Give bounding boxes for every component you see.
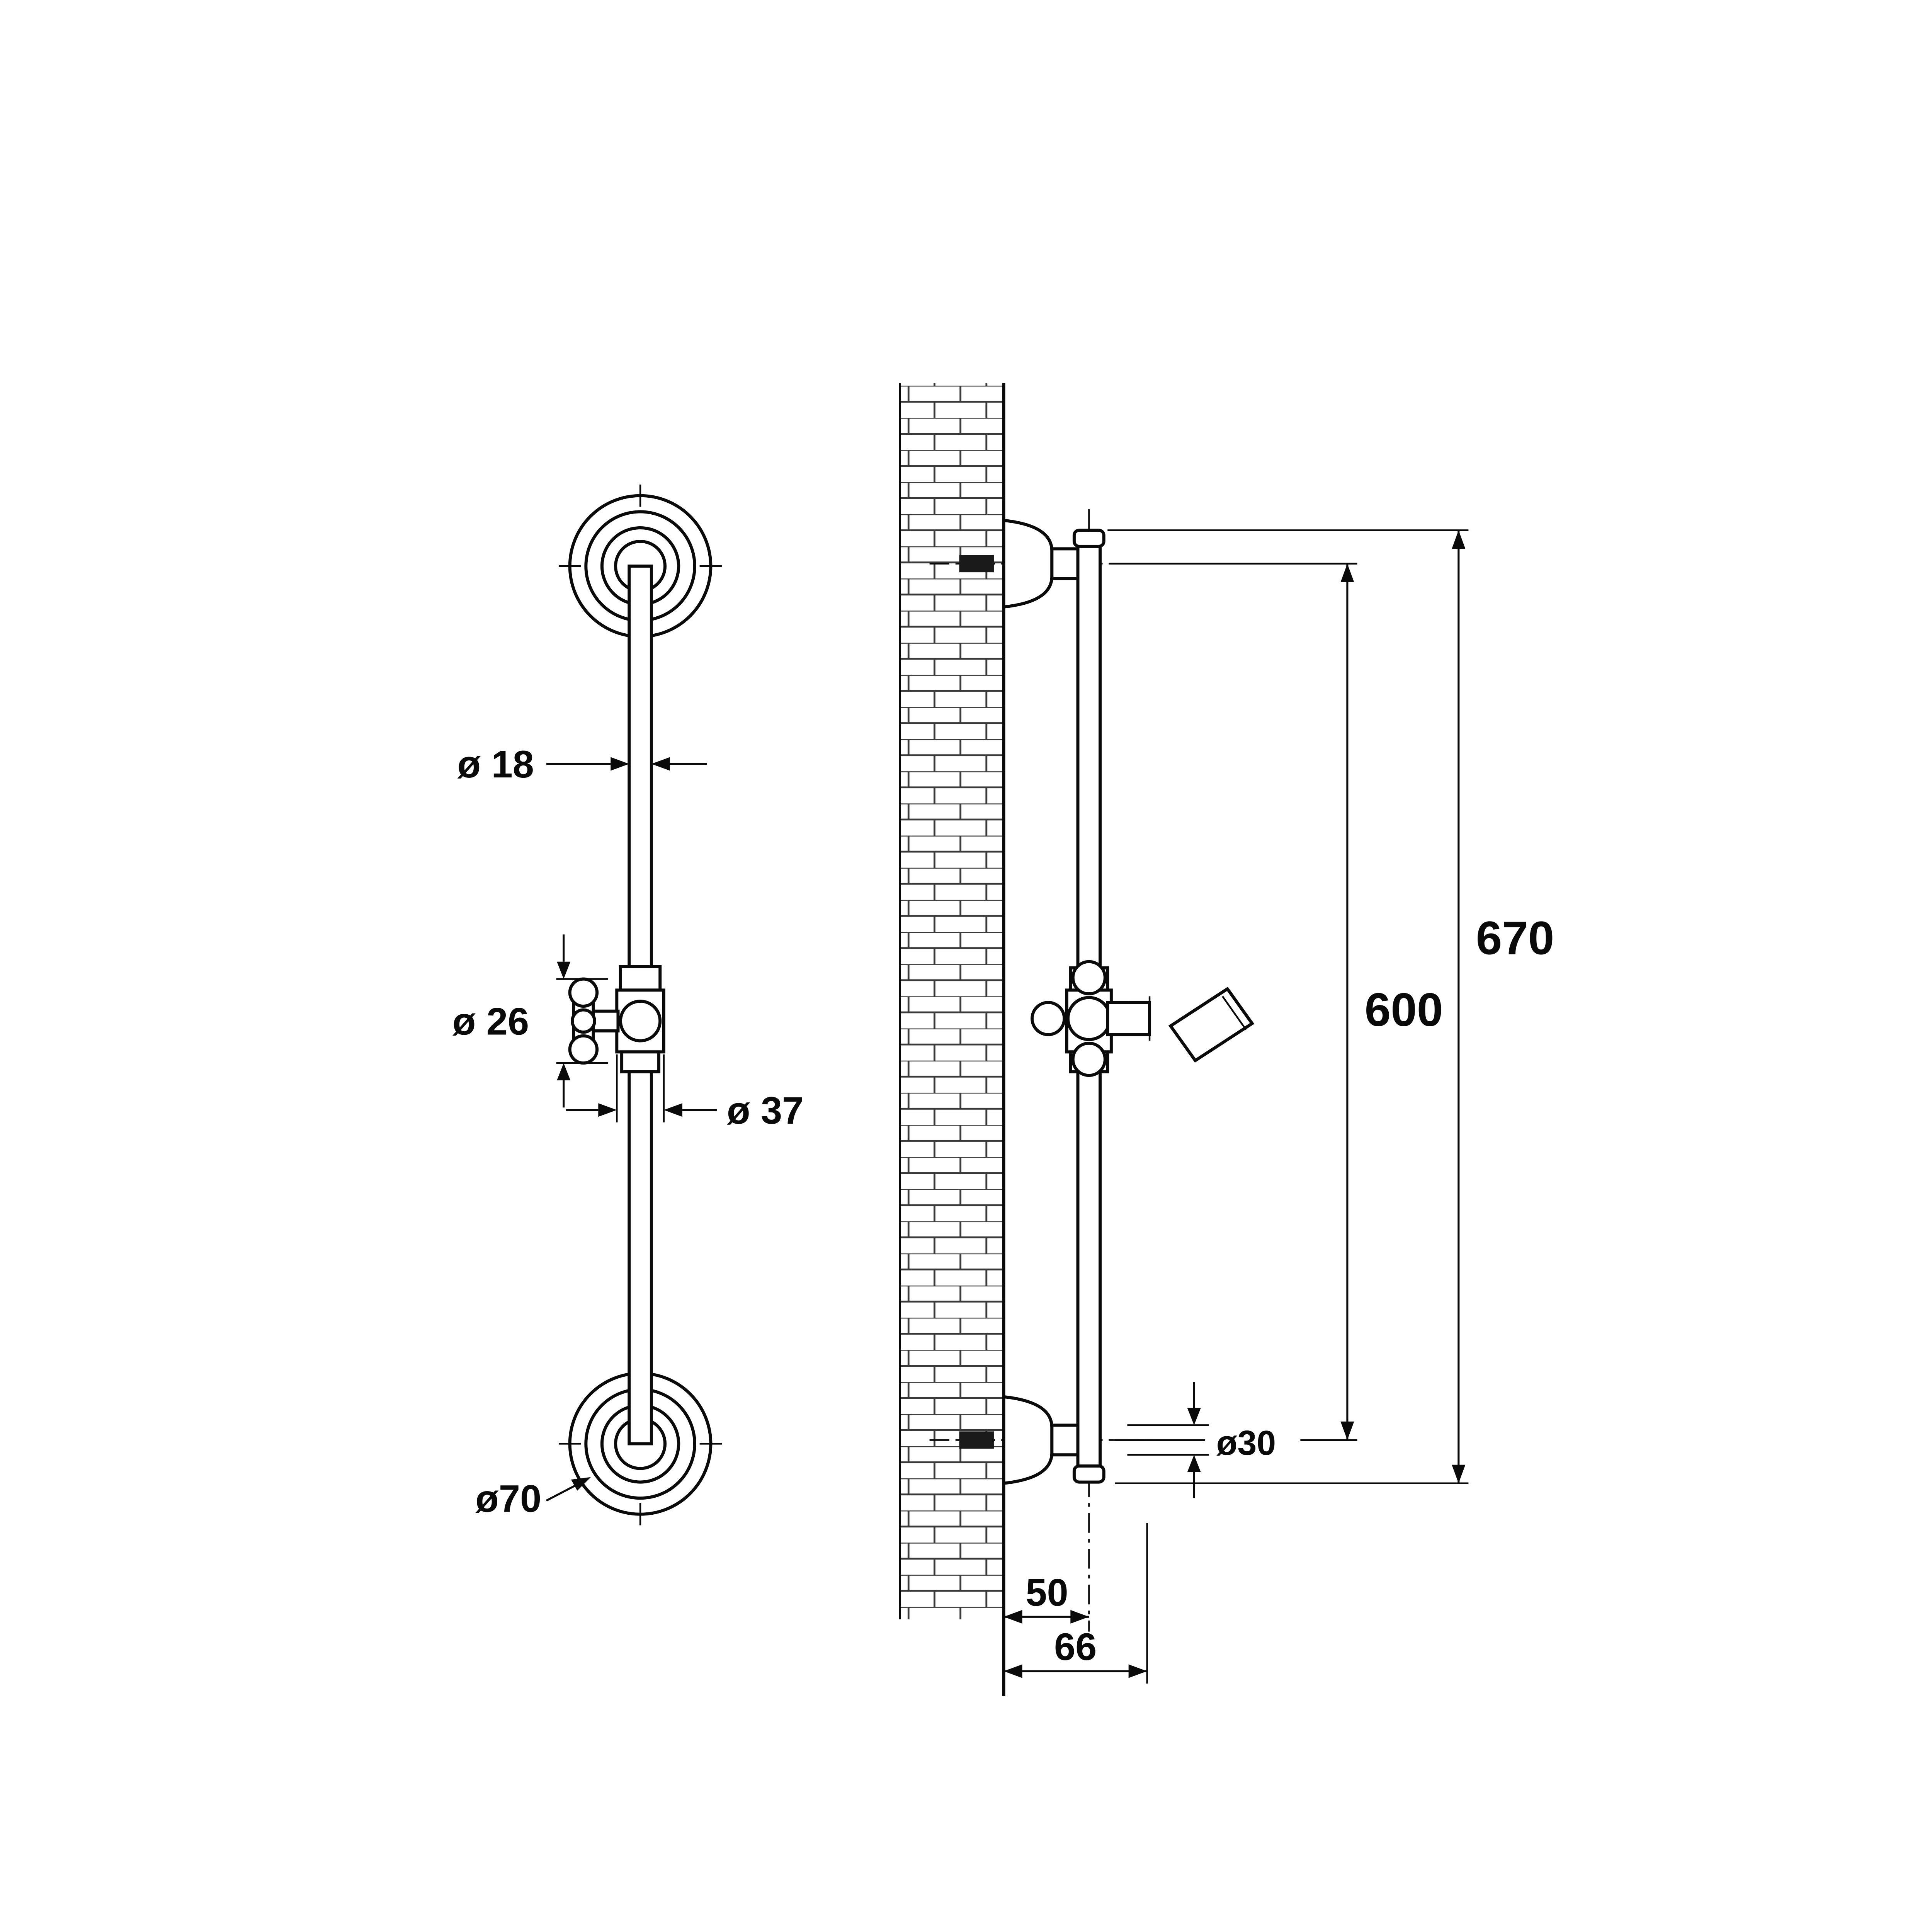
dim-rail-diameter-label: ø 18 — [457, 743, 534, 786]
dim-handle-diameter-label: ø 26 — [452, 1000, 529, 1043]
dim-rail-diameter: ø 18 — [457, 743, 707, 786]
slider-side — [1031, 960, 1255, 1077]
front-view: ø 18 ø 26 ø 37 ø70 — [452, 484, 803, 1526]
top-bracket — [1002, 519, 1105, 609]
dim-handle-diameter: ø 26 — [452, 934, 608, 1108]
dim-fixing-centres-label: 600 — [1365, 983, 1443, 1036]
dim-wall-to-front-label: 66 — [1054, 1626, 1097, 1668]
dim-wall-to-rail-centre: 50 — [1003, 1571, 1089, 1624]
dim-overall-height-label: 670 — [1476, 912, 1554, 964]
handset-holder — [1106, 986, 1255, 1063]
dim-fixing-centres: 600 — [1110, 563, 1443, 1441]
cross-handle-front — [568, 977, 620, 1065]
top-screw — [959, 555, 994, 573]
slider-front — [615, 965, 665, 1073]
dim-wall-to-front: 66 — [1003, 1523, 1148, 1684]
dim-bracket-diameter-label: ø30 — [1216, 1423, 1276, 1462]
dim-slider-diameter: ø 37 — [566, 1054, 803, 1132]
dim-wall-to-rail-centre-label: 50 — [1026, 1571, 1068, 1614]
dim-flange-diameter-label: ø70 — [475, 1477, 541, 1520]
bottom-screw — [959, 1431, 994, 1449]
side-view: 600 670 ø30 50 — [899, 383, 1554, 1696]
dim-slider-diameter-label: ø 37 — [727, 1089, 803, 1132]
dim-flange-diameter: ø70 — [475, 1477, 591, 1520]
dim-bracket-diameter: ø30 — [1127, 1382, 1276, 1498]
bottom-bracket — [1002, 1395, 1105, 1485]
dim-overall-height: 670 — [1107, 529, 1554, 1485]
brick-wall — [899, 383, 1005, 1696]
